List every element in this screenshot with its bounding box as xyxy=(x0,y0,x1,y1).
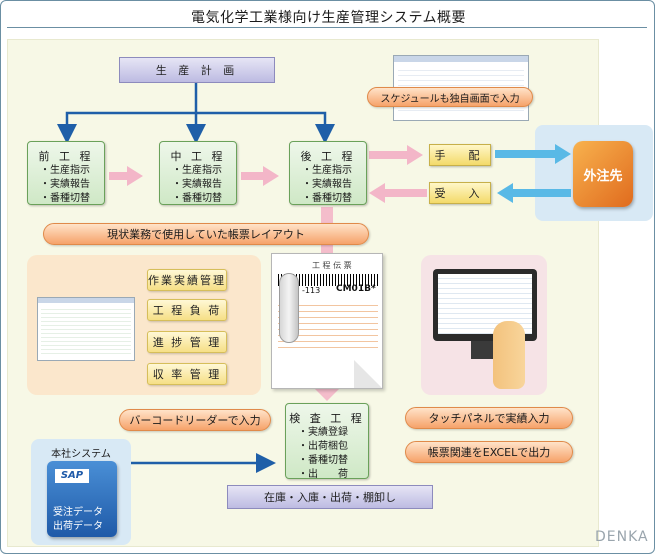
pre-process-item: ・生産指示 xyxy=(40,165,90,176)
mgmt-button-shuritsu: 収 率 管 理 xyxy=(147,363,227,385)
denka-logo: DENKA xyxy=(595,529,649,545)
mid-process-item: ・実績報告 xyxy=(172,179,222,190)
sap-line-juchu: 受注データ xyxy=(53,507,103,518)
mgmt-button-shincho: 進 捗 管 理 xyxy=(147,331,227,353)
gaichu-to-ukeire-arrow xyxy=(497,183,571,203)
mid-process-title: 中 工 程 xyxy=(170,150,226,163)
ukeire-to-post-arrow xyxy=(369,183,427,203)
schedule-note-pill: スケジュールも独自画面で入力 xyxy=(367,87,533,107)
sap-system-box: SAP 受注データ 出荷データ xyxy=(47,461,117,537)
slip-left-code: -113 xyxy=(302,286,321,295)
barcode-reader-icon xyxy=(279,273,299,343)
inspection-item: ・出 荷 xyxy=(298,469,348,480)
page-title: 電気化学工業様向け生産管理システム概要 xyxy=(190,10,467,26)
screen-grid xyxy=(41,306,131,356)
post-process-item: ・実績報告 xyxy=(302,179,352,190)
mid-to-post-arrow xyxy=(241,166,279,186)
screen-titlebar xyxy=(38,298,134,303)
zaiko-box: 在庫・入庫・出荷・棚卸し xyxy=(227,485,433,509)
plan-to-pre-arrow xyxy=(57,83,198,144)
inspection-item: ・実績登録 xyxy=(298,427,348,438)
mid-process-item: ・番種切替 xyxy=(172,193,222,204)
genjo-note-pill: 現状業務で使用していた帳票レイアウト xyxy=(43,223,369,245)
pre-process-item: ・番種切替 xyxy=(40,193,90,204)
pre-process-item: ・実績報告 xyxy=(40,179,90,190)
post-process-title: 後 工 程 xyxy=(300,150,356,163)
mgmt-button-kotei: 工 程 負 荷 xyxy=(147,299,227,321)
post-to-tehai-arrow xyxy=(369,145,423,165)
slip-code: CM01B* xyxy=(336,284,376,294)
inspection-process-box: 検 査 工 程 ・実績登録 ・出荷梱包 ・番種切替 ・出 荷 xyxy=(285,403,369,480)
finger-icon xyxy=(493,321,525,389)
title-divider xyxy=(7,27,647,28)
excel-note-pill: 帳票関連をEXCELで出力 xyxy=(405,441,573,463)
mgmt-button-sagyo: 作業実績管理 xyxy=(147,269,227,291)
gaichusaki-box: 外注先 xyxy=(573,141,633,207)
touch-note-pill: タッチパネルで実績入力 xyxy=(405,407,573,429)
production-plan-box: 生 産 計 画 xyxy=(119,57,275,83)
inspection-item: ・番種切替 xyxy=(298,455,348,466)
pre-to-mid-arrow xyxy=(109,166,143,186)
sap-logo: SAP xyxy=(55,469,89,483)
inspection-title: 検 査 工 程 xyxy=(289,412,365,425)
plan-to-post-arrow xyxy=(196,111,335,144)
post-process-box: 後 工 程 ・生産指示 ・実績報告 ・番種切替 xyxy=(289,141,367,205)
ukeire-box: 受 入 xyxy=(429,182,491,204)
post-process-item: ・番種切替 xyxy=(302,193,352,204)
slip-header: 工 程 伝 票 xyxy=(312,261,352,270)
tehai-to-gaichu-arrow xyxy=(495,144,571,164)
slip-document: 工 程 伝 票 -113 CM01B* xyxy=(271,253,383,389)
honsha-label: 本社システム xyxy=(51,449,111,460)
post-process-item: ・生産指示 xyxy=(302,165,352,176)
tehai-box: 手 配 xyxy=(429,144,491,166)
slip-barcode xyxy=(278,274,378,286)
slip-page-curl xyxy=(354,360,382,388)
screen-titlebar xyxy=(394,56,528,62)
pre-process-title: 前 工 程 xyxy=(38,150,94,163)
sap-line-shukka: 出荷データ xyxy=(53,521,103,532)
inspection-item: ・出荷梱包 xyxy=(298,441,348,452)
barcode-note-pill: バーコードリーダーで入力 xyxy=(119,409,271,431)
mid-process-item: ・生産指示 xyxy=(172,165,222,176)
monitor-stand xyxy=(471,341,499,359)
pre-process-box: 前 工 程 ・生産指示 ・実績報告 ・番種切替 xyxy=(27,141,105,205)
mid-process-box: 中 工 程 ・生産指示 ・実績報告 ・番種切替 xyxy=(159,141,237,205)
management-screen-thumbnail xyxy=(37,297,135,361)
